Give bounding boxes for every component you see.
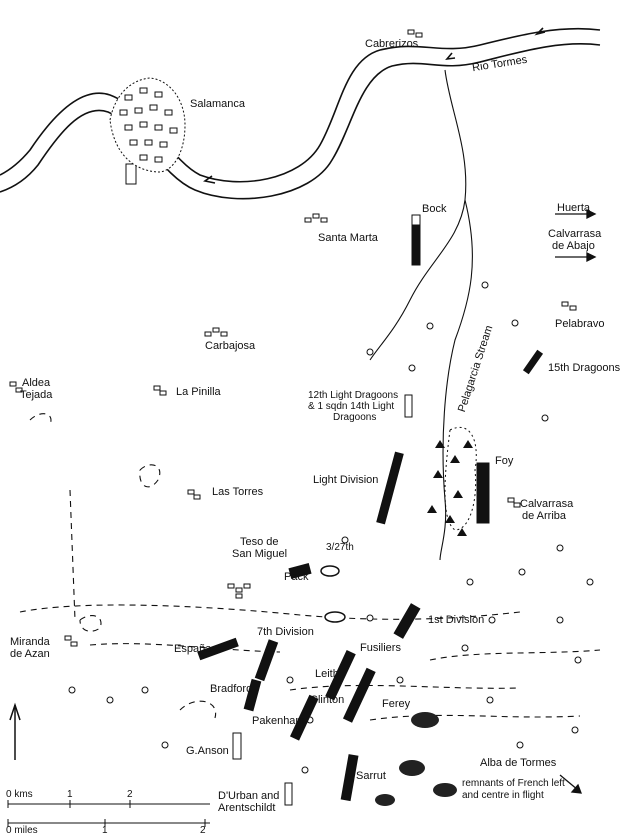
unit-label-light-division: Light Division — [313, 474, 379, 486]
place-label-huerta: Huerta — [557, 202, 591, 214]
bridge-icon — [125, 163, 137, 185]
place-label-las-torres: Las Torres — [212, 486, 264, 498]
unit-label-durban-1: D'Urban and — [218, 790, 280, 802]
battle-map — [0, 27, 601, 827]
unit-label-light-dragoons-1: 12th Light Dragoons — [308, 390, 399, 401]
unit-label-15th-dragoons: 15th Dragoons — [548, 362, 620, 374]
place-label-teso-2: San Miguel — [232, 548, 288, 560]
north-arrow-icon — [9, 702, 21, 760]
unit-label-remnants-2: and centre in flight — [462, 790, 544, 801]
streams — [369, 69, 473, 561]
place-label-teso-1: Teso de — [240, 536, 279, 548]
unit-label-g-anson: G.Anson — [186, 745, 229, 757]
place-label-santa-marta: Santa Marta — [318, 232, 378, 244]
unit-label-remnants-1: remnants of French left — [462, 778, 565, 789]
salamanca-town-icon — [109, 77, 186, 173]
place-label-salamanca: Salamanca — [190, 98, 246, 110]
place-label-calvarrasa-arriba-2: de Arriba — [522, 510, 567, 522]
unit-label-leith: Leith — [315, 668, 339, 680]
unit-label-clinton: Clinton — [310, 694, 345, 706]
place-label-miranda-1: Miranda — [10, 636, 50, 648]
unit-label-fusiliers: Fusiliers — [360, 642, 401, 654]
river-tormes — [0, 27, 601, 200]
unit-block-icon — [197, 214, 544, 806]
unit-label-bradford: Bradford — [210, 683, 253, 695]
place-label-cabrerizos: Cabrerizos — [365, 38, 419, 50]
dark-clumps — [375, 712, 457, 806]
french-troops — [427, 440, 473, 536]
hills — [19, 413, 601, 721]
unit-label-bock: Bock — [422, 203, 447, 215]
unit-label-light-dragoons-2: & 1 sqdn 14th Light — [308, 401, 395, 412]
place-label-calvarrasa-arriba-1: Calvarrasa — [520, 498, 574, 510]
place-label-la-pinilla: La Pinilla — [176, 386, 221, 398]
unit-label-foy: Foy — [495, 455, 514, 467]
scale-bar — [7, 800, 210, 827]
unit-label-ferey: Ferey — [382, 698, 411, 710]
unit-label-durban-2: Arentschildt — [218, 802, 276, 814]
place-label-aldea-1: Aldea — [22, 377, 51, 389]
direction-arrows — [555, 208, 597, 794]
place-label-miranda-2: de Azan — [10, 648, 50, 660]
unit-label-sarrut: Sarrut — [356, 770, 386, 782]
scale-miles-1: 1 — [102, 825, 108, 836]
scale-miles-label: 0 miles — [6, 825, 38, 836]
foy-position-outline — [444, 427, 477, 531]
scale-miles-2: 2 — [200, 825, 206, 836]
place-label-carbajosa: Carbajosa — [205, 340, 256, 352]
scale-kms-1: 1 — [67, 789, 73, 800]
unit-label-3-27th: 3/27th — [326, 542, 354, 553]
unit-label-7th-division: 7th Division — [257, 626, 314, 638]
place-label-calvarrasa-abajo-2: de Abajo — [552, 240, 595, 252]
dragoons15-block — [522, 349, 544, 375]
unit-label-pack: Pack — [284, 571, 309, 583]
unit-label-espana: España — [174, 643, 212, 655]
scale-kms-2: 2 — [127, 789, 133, 800]
unit-label-pakenham: Pakenham — [252, 715, 305, 727]
place-label-alba-de-tormes: Alba de Tormes — [480, 757, 557, 769]
unit-label-light-dragoons-3: Dragoons — [333, 412, 377, 423]
scale-kms-label: 0 kms — [6, 789, 33, 800]
place-label-tejada-2: Tejada — [20, 389, 53, 401]
place-label-pelabravo: Pelabravo — [555, 318, 605, 330]
village-block-icon — [9, 29, 577, 647]
unit-label-1st-division: 1st Division — [428, 614, 485, 626]
place-label-calvarrasa-abajo-1: Calvarrasa — [548, 228, 602, 240]
